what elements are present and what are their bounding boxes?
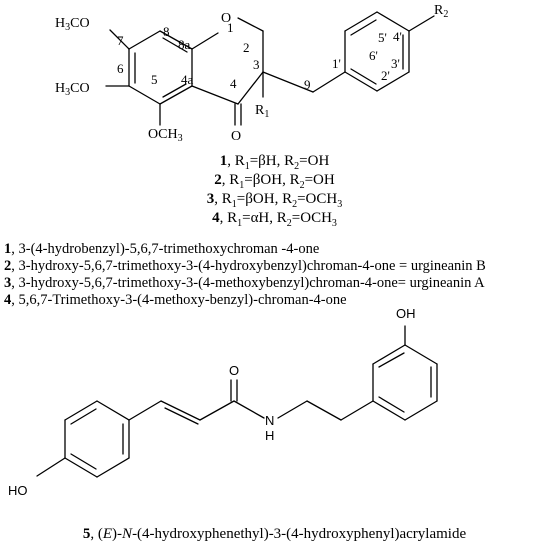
ring-b-bonds [344,11,435,92]
compound-1-substituents: 1, R1=βH, R2=OH [219,153,330,172]
h3co-mid-label: H3CO [55,81,90,98]
compound-3-substituents: 3, R1=βOH, R2=OCH3 [206,191,343,210]
och3-bottom-label: OCH3 [148,127,183,144]
atom-numbering: 7 8 8a 1 2 3 6 5 4a 4 9 1' 6' 5' 4' 3' 2… [117,20,402,92]
amide-h-label: H [265,428,275,443]
oh-top-label: OH [396,306,416,321]
svg-text:5: 5 [151,72,158,87]
svg-text:4: 4 [230,76,237,91]
compound-4-substituents: 4, R1=αH, R2=OCH3 [212,210,337,229]
r2-label: R2 [434,3,448,20]
description-2: 2, 3-hydroxy-5,6,7-trimethoxy-3-(4-hydro… [4,258,486,274]
description-4: 4, 5,6,7-Trimethoxy-3-(4-methoxy-benzyl)… [4,292,347,308]
keto-oxygen-label: O [231,129,241,144]
svg-text:8a: 8a [178,37,191,52]
svg-text:5': 5' [378,30,387,45]
svg-text:3': 3' [391,56,400,71]
svg-text:8: 8 [163,24,170,39]
svg-text:9: 9 [304,77,311,92]
r1-label: R1 [255,103,269,120]
svg-text:6: 6 [117,61,124,76]
chromanone-structure: H3CO H3CO OCH3 O O R1 R2 7 8 8a 1 2 3 6 … [55,3,448,144]
h3co-top-label: H3CO [55,16,90,33]
compound-2-substituents: 2, R1=βOH, R2=OH [214,172,335,191]
left-phenol-ring [36,400,130,478]
description-3: 3, 3-hydroxy-5,6,7-trimethoxy-3-(4-metho… [4,275,485,291]
compound-5-caption: 5, (E)-N-(4-hydroxyphenethyl)-3-(4-hydro… [82,526,467,542]
svg-text:2': 2' [381,68,390,83]
ring-a-bonds [128,30,193,105]
amide-n-label: N [265,413,275,428]
svg-text:1: 1 [227,20,234,35]
methoxy-bonds [105,29,161,126]
svg-text:7: 7 [117,33,124,48]
right-phenol-ring [372,325,438,421]
ho-bottom-label: HO [8,483,28,498]
amide-oxygen-label: O [229,363,240,378]
acryl-chain [128,379,374,425]
svg-text:4': 4' [393,29,402,44]
svg-text:2: 2 [243,40,250,55]
svg-text:6': 6' [369,48,378,63]
ring-oxygen-label: O [221,11,231,26]
description-1: 1, 3-(4-hydrobenzyl)-5,6,7-trimethoxychr… [4,241,320,257]
svg-text:3: 3 [253,57,260,72]
svg-text:4a: 4a [181,72,194,87]
svg-text:1': 1' [332,56,341,71]
ring-c-bonds [191,17,346,126]
